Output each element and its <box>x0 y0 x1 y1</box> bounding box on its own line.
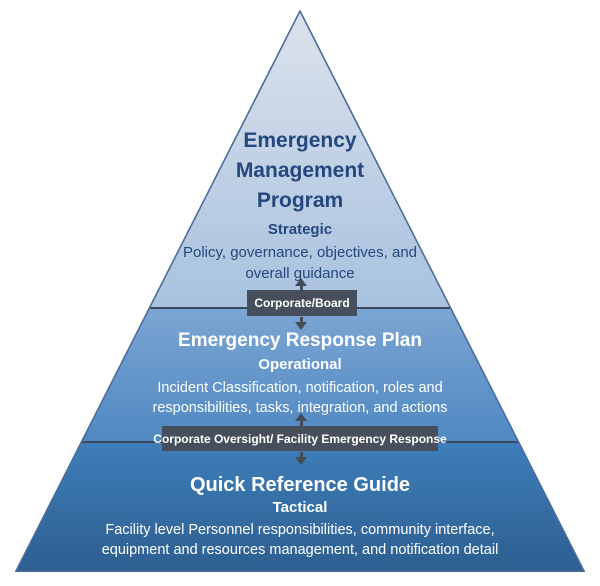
tier-title: Emergency Management Program <box>235 129 365 212</box>
tier-level: Strategic <box>267 221 333 238</box>
arrow-up-icon <box>294 413 308 426</box>
arrow-down-icon <box>294 452 308 465</box>
tier-strategic-text: Emergency Management Program Strategic P… <box>0 126 600 284</box>
connector-label: Corporate Oversight/ Facility Emergency … <box>153 431 447 446</box>
tier-title: Emergency Response Plan <box>178 330 422 351</box>
connector-box-corporate-board: Corporate/Board <box>247 290 357 316</box>
tier-title: Quick Reference Guide <box>189 474 411 496</box>
tier-operational-text: Emergency Response Plan Operational Inci… <box>0 329 600 418</box>
tier-description: Policy, governance, objectives, and over… <box>182 244 418 282</box>
connector-box-corporate-oversight: Corporate Oversight/ Facility Emergency … <box>153 426 447 451</box>
tier-tactical-text: Quick Reference Guide Tactical Facility … <box>0 472 600 560</box>
arrow-down-icon <box>294 317 308 330</box>
tier-description: Incident Classification, notification, r… <box>152 380 448 416</box>
tier-level: Tactical <box>272 499 328 516</box>
connector-label: Corporate/Board <box>254 296 350 310</box>
tier-description: Facility level Personnel responsibilitie… <box>101 522 499 558</box>
tier-level: Operational <box>258 356 342 373</box>
